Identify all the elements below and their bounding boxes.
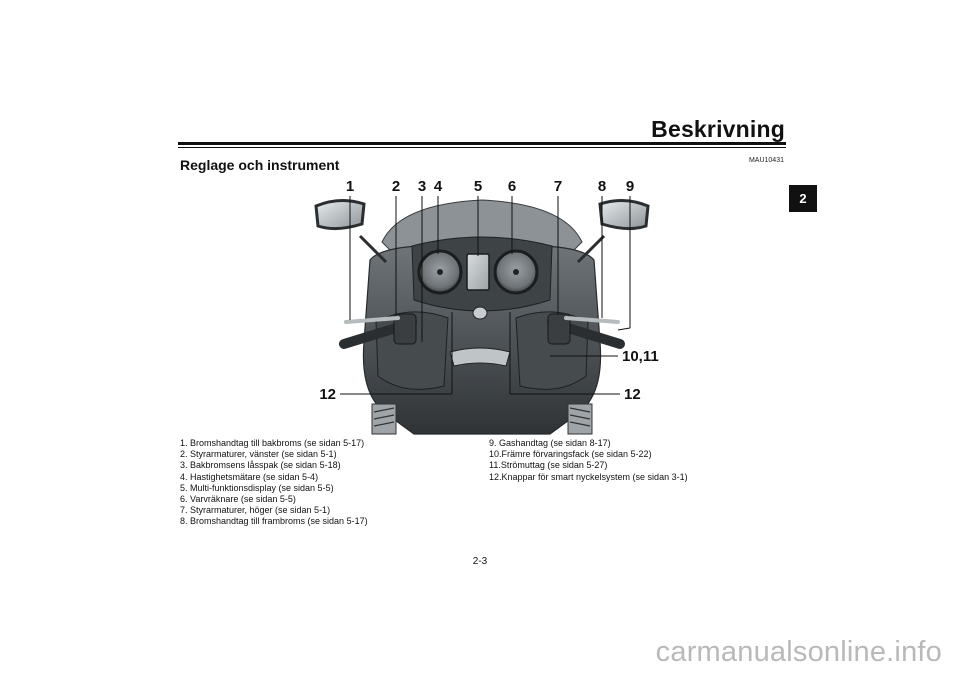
legend-left-column: 1. Bromshandtag till bakbroms (se sidan … [180, 438, 368, 528]
tachometer-hub-icon [513, 269, 519, 275]
right-mirror-stem [576, 234, 606, 264]
callout-4: 4 [434, 178, 443, 195]
multi-function-display [466, 253, 490, 291]
callout-7: 7 [554, 178, 562, 195]
left-mirror-stem [358, 234, 388, 264]
document-code: MAU10431 [748, 157, 784, 164]
windscreen [381, 199, 583, 255]
legend-item: 9. Gashandtag (se sidan 8-17) [489, 438, 611, 448]
legend-item: 5. Multi-funktionsdisplay (se sidan 5-5) [180, 482, 334, 493]
callout-9: 9 [626, 178, 634, 195]
right-switch-housing [547, 313, 571, 345]
legend-item: 1. Bromshandtag till bakbroms (se sidan … [180, 438, 365, 448]
legend-item: 6. Varvräknare (se sidan 5-5) [180, 494, 296, 505]
right-mirror [598, 199, 650, 231]
legend-item: 12.Knappar för smart nyckelsystem (se si… [489, 471, 688, 482]
legend-item: 4. Hastighetsmätare (se sidan 5-4) [180, 471, 319, 482]
page-number: 2-3 [472, 556, 488, 567]
left-switch-housing [393, 313, 417, 345]
header-rule-thin [178, 147, 786, 148]
callout-8: 8 [598, 178, 606, 195]
legend-item: 2. Styrarmaturer, vänster (se sidan 5-1) [180, 449, 337, 460]
left-mirror [314, 199, 366, 231]
legend-item: 10.Främre förvaringsfack (se sidan 5-22) [489, 449, 652, 460]
page-header-title: Beskrivning [651, 116, 785, 142]
callout-6: 6 [508, 178, 516, 195]
front-brake-lever [564, 316, 620, 324]
section-title: Reglage och instrument [180, 157, 340, 173]
watermark: carmanualsonline.info [655, 636, 942, 668]
callout-12-right: 12 [624, 386, 641, 403]
callout-3: 3 [418, 178, 426, 195]
legend-right-column: 9. Gashandtag (se sidan 8-17) 10.Främre … [489, 438, 688, 483]
callout-1: 1 [346, 178, 354, 195]
callout-5: 5 [474, 178, 482, 195]
rear-brake-lever [344, 316, 400, 324]
callout-leader-lines [340, 196, 631, 395]
legend-item: 8. Bromshandtag till frambroms (se sidan… [180, 516, 368, 527]
callout-12-left: 12 [319, 386, 336, 403]
callout-10-11: 10,11 [622, 348, 659, 365]
scooter-controls-illustration: 1 2 3 4 5 6 7 8 9 10,11 12 12 [304, 178, 660, 438]
header-rule [178, 142, 786, 145]
left-footboard-grate [371, 403, 397, 435]
legend-item: 11.Strömuttag (se sidan 5-27) [489, 460, 608, 471]
right-footboard-grate [567, 403, 593, 435]
front-compartment-lid [449, 347, 511, 367]
chapter-tab[interactable]: 2 [789, 185, 817, 212]
legend-item: 3. Bakbromsens låsspak (se sidan 5-18) [180, 460, 341, 471]
center-emblem [472, 306, 488, 320]
speedometer-hub-icon [437, 269, 443, 275]
callout-2: 2 [392, 178, 400, 195]
legend-item: 7. Styrarmaturer, höger (se sidan 5-1) [180, 505, 331, 516]
